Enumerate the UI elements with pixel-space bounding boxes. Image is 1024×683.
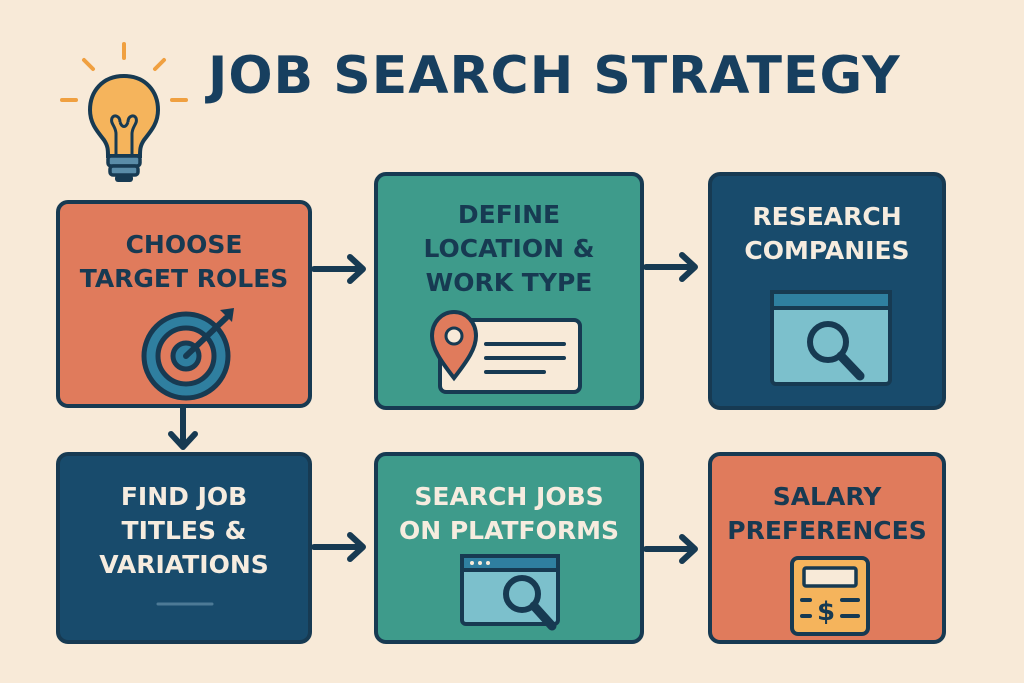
location-pin-icon	[429, 309, 582, 394]
browser-search-icon	[770, 290, 892, 386]
page-title: JOB SEARCH STRATEGY	[208, 46, 901, 106]
arrow-right-icon	[312, 254, 366, 284]
arrow-down-icon	[168, 406, 198, 450]
step-define-location: DEFINE LOCATION & WORK TYPE	[374, 172, 644, 410]
step-salary-preferences: SALARY PREFERENCES $	[708, 452, 946, 644]
browser-search-icon	[460, 554, 560, 631]
step-label-line: TITLES &	[121, 516, 247, 545]
arrow-right-icon	[644, 252, 698, 282]
step-choose-target-roles: CHOOSE TARGET ROLES	[56, 200, 312, 408]
svg-text:$: $	[817, 597, 835, 627]
step-label-line: COMPANIES	[744, 236, 910, 265]
step-label-line: WORK TYPE	[425, 268, 593, 297]
target-icon	[141, 308, 234, 401]
step-search-jobs: SEARCH JOBS ON PLATFORMS	[374, 452, 644, 644]
step-label-line: DEFINE	[457, 200, 561, 229]
step-find-job-titles: FIND JOB TITLES & VARIATIONS	[56, 452, 312, 644]
step-label-line: SALARY	[772, 482, 882, 511]
step-label-line: CHOOSE	[125, 230, 243, 259]
step-label-line: LOCATION &	[423, 234, 595, 263]
step-label-line: RESEARCH	[752, 202, 902, 231]
step-label-line: TARGET ROLES	[79, 264, 289, 293]
arrow-right-icon	[312, 532, 366, 562]
step-label-line: FIND JOB	[120, 482, 248, 511]
step-label-line: PREFERENCES	[727, 516, 927, 545]
arrow-right-icon	[644, 534, 698, 564]
step-label-line: SEARCH JOBS	[414, 482, 604, 511]
step-label-line: ON PLATFORMS	[398, 516, 620, 545]
step-research-companies: RESEARCH COMPANIES	[708, 172, 946, 410]
dash-icon	[156, 602, 214, 606]
lightbulb-icon	[60, 42, 188, 182]
calculator-icon: $	[790, 556, 870, 636]
step-label-line: VARIATIONS	[99, 550, 269, 579]
